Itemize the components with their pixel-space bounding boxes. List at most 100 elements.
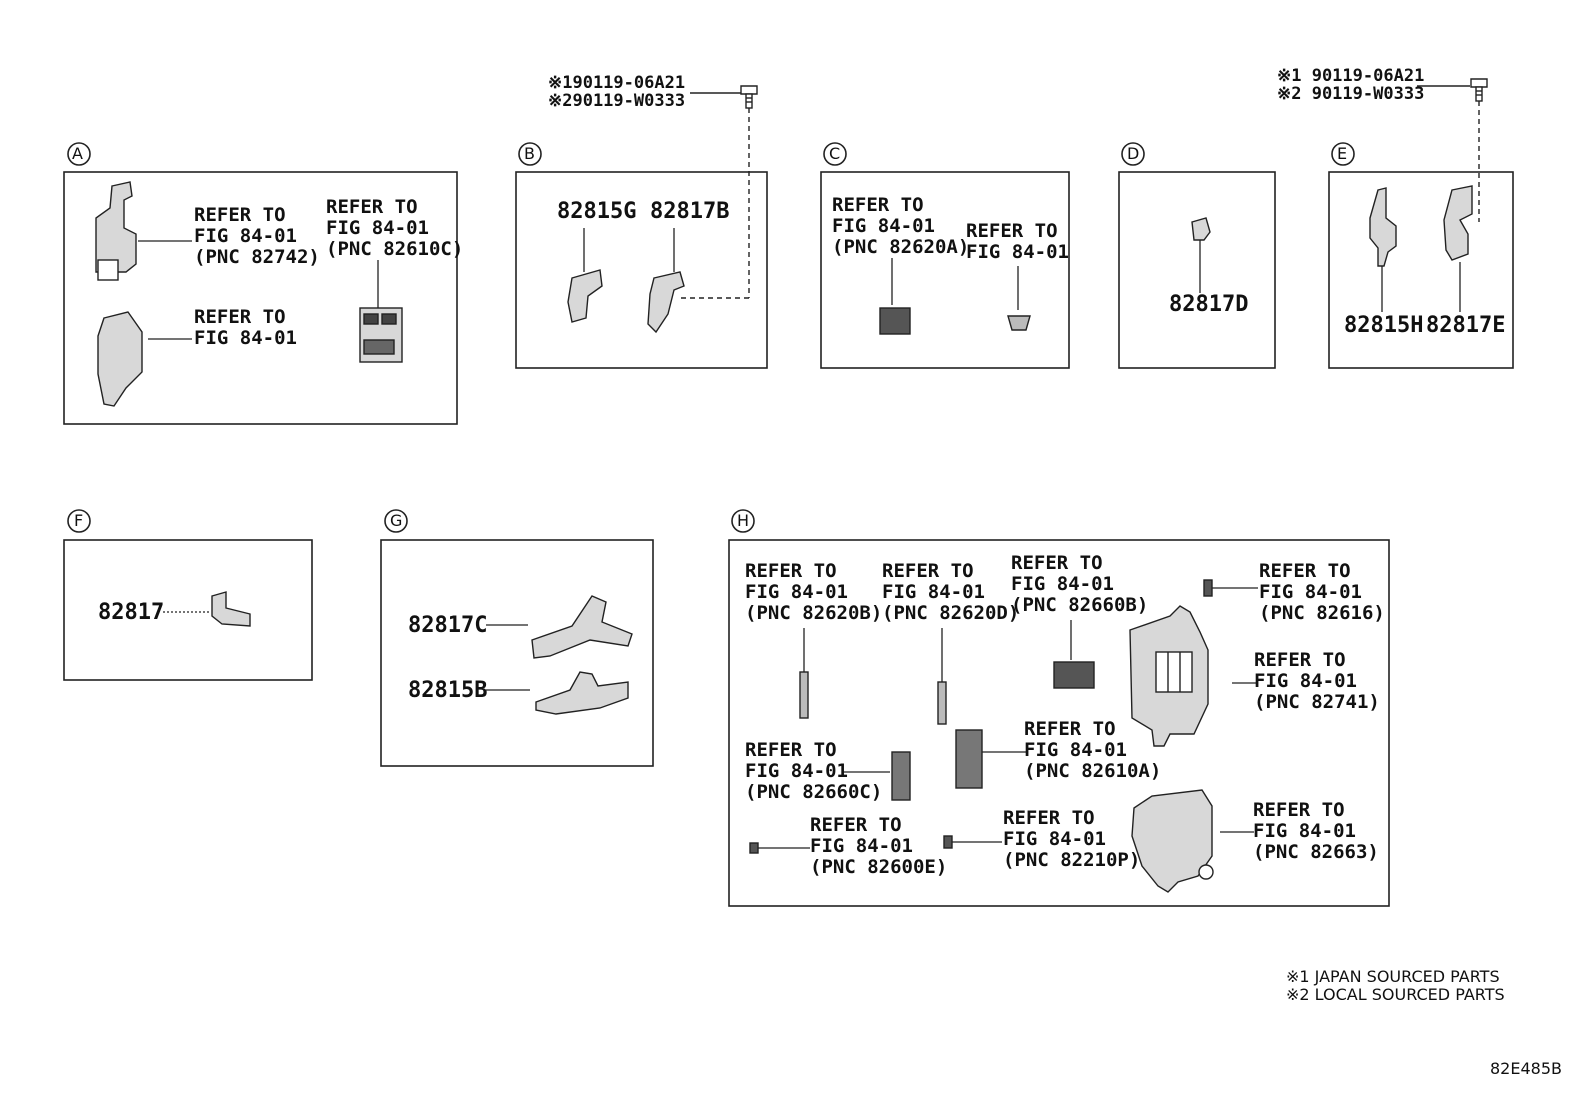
ref-line1: REFER TO — [966, 220, 1058, 242]
bolt-right-icon — [1470, 78, 1488, 102]
part-number-82817c: 82817C — [408, 613, 488, 638]
ref-line2: FIG 84-01 — [194, 327, 297, 349]
section-a-frame — [63, 171, 458, 425]
ref-line1: REFER TO — [194, 204, 286, 226]
ref-line3: (PNC 82660B) — [1011, 594, 1149, 616]
ref-line1: REFER TO — [326, 196, 418, 218]
h-terminal-82600e — [749, 842, 759, 854]
ref-line3: (PNC 82610C) — [326, 238, 464, 260]
ref-line3: (PNC 82610A) — [1024, 760, 1162, 782]
h-connector-82610a — [955, 729, 983, 789]
bolt-left-icon — [740, 85, 758, 109]
section-g-frame — [380, 539, 654, 767]
h-pin-2 — [937, 681, 947, 725]
ref-line2: FIG 84-01 — [326, 217, 429, 239]
section-c-clip — [1007, 315, 1031, 331]
section-h-frame — [728, 539, 1390, 907]
ref-line2: FIG 84-01 — [745, 760, 848, 782]
note-local-sourced: ※2 LOCAL SOURCED PARTS — [1286, 985, 1505, 1004]
ref-line3: (PNC 82660C) — [745, 781, 883, 803]
section-d-frame — [1118, 171, 1276, 369]
ref-line3: (PNC 82620A) — [832, 236, 970, 258]
section-c-label: C — [829, 144, 841, 163]
section-f-label: F — [74, 511, 84, 530]
ref-line2: FIG 84-01 — [1254, 670, 1357, 692]
ref-line3: (PNC 82741) — [1254, 691, 1380, 713]
part-number-82817: 82817 — [98, 600, 165, 625]
fastener-left-line2: ※290119-W0333 — [548, 91, 686, 111]
ref-line1: REFER TO — [1253, 799, 1345, 821]
part-82815g-sketch — [567, 269, 603, 323]
section-d-circle — [1121, 142, 1145, 166]
ref-line3: (PNC 82620B) — [745, 602, 883, 624]
part-82817c-sketch — [531, 595, 633, 659]
section-c-connector — [879, 307, 911, 335]
ref-line1: REFER TO — [1254, 649, 1346, 671]
ref-line2: FIG 84-01 — [1253, 820, 1356, 842]
section-a-bracket-lower — [97, 311, 143, 407]
section-f-frame — [63, 539, 313, 681]
section-e-frame — [1328, 171, 1514, 369]
section-b-circle — [518, 142, 542, 166]
part-number-82817e: 82817E — [1426, 313, 1506, 338]
ref-line3: (PNC 82210P) — [1003, 849, 1141, 871]
ref-line1: REFER TO — [1024, 718, 1116, 740]
ref-line3: (PNC 82616) — [1259, 602, 1385, 624]
section-a-bracket-upper — [95, 181, 137, 273]
section-g-label: G — [390, 511, 403, 530]
section-f-circle — [67, 509, 91, 533]
ref-line1: REFER TO — [832, 194, 924, 216]
ref-line2: FIG 84-01 — [966, 241, 1069, 263]
part-82817-sketch — [211, 591, 251, 627]
section-b-frame — [515, 171, 768, 369]
part-number-82815g: 82815G — [557, 199, 637, 224]
part-number-82817d: 82817D — [1169, 292, 1249, 317]
ref-line1: REFER TO — [882, 560, 974, 582]
diagram-code: 82E485B — [1490, 1059, 1562, 1078]
section-e-circle — [1331, 142, 1355, 166]
ref-line1: REFER TO — [810, 814, 902, 836]
section-e-label: E — [1337, 144, 1348, 163]
part-82817e-sketch — [1443, 185, 1473, 261]
ref-line2: FIG 84-01 — [832, 215, 935, 237]
section-a-circle — [67, 142, 91, 166]
section-b-label: B — [524, 144, 535, 163]
ref-line1: REFER TO — [745, 560, 837, 582]
section-h-label: H — [737, 511, 750, 530]
ref-line3: (PNC 82600E) — [810, 856, 948, 878]
ref-line3: (PNC 82663) — [1253, 841, 1379, 863]
ref-line1: REFER TO — [745, 739, 837, 761]
part-number-82815b: 82815B — [408, 678, 488, 703]
ref-line2: FIG 84-01 — [194, 225, 297, 247]
part-82815h-sketch — [1369, 187, 1397, 267]
ref-line1: REFER TO — [194, 306, 286, 328]
part-82817d-sketch — [1191, 217, 1211, 241]
part-number-82817b: 82817B — [650, 199, 730, 224]
ref-line2: FIG 84-01 — [1024, 739, 1127, 761]
ref-line3: (PNC 82742) — [194, 246, 320, 268]
section-h-circle — [731, 509, 755, 533]
ref-line1: REFER TO — [1259, 560, 1351, 582]
part-82815b-sketch — [535, 671, 629, 715]
section-c-frame — [820, 171, 1070, 369]
section-a-label: A — [72, 144, 83, 163]
ref-line2: FIG 84-01 — [1003, 828, 1106, 850]
part-number-82815h: 82815H — [1344, 313, 1424, 338]
ref-line1: REFER TO — [1011, 552, 1103, 574]
h-cover-82663 — [1131, 789, 1213, 893]
ref-line2: FIG 84-01 — [745, 581, 848, 603]
note-japan-sourced: ※1 JAPAN SOURCED PARTS — [1286, 967, 1500, 986]
fastener-left-line1: ※190119-06A21 — [548, 73, 686, 93]
ref-line3: (PNC 82620D) — [882, 602, 1020, 624]
ref-line1: REFER TO — [1003, 807, 1095, 829]
ref-line2: FIG 84-01 — [1259, 581, 1362, 603]
section-g-circle — [384, 509, 408, 533]
h-pin-1 — [799, 671, 809, 719]
h-connector-82660c — [891, 751, 911, 801]
h-connector-82660b — [1053, 661, 1095, 689]
section-c-circle — [823, 142, 847, 166]
ref-line2: FIG 84-01 — [882, 581, 985, 603]
h-terminal-82210p — [943, 835, 953, 849]
fastener-right-line2: ※2 90119-W0333 — [1277, 84, 1425, 104]
